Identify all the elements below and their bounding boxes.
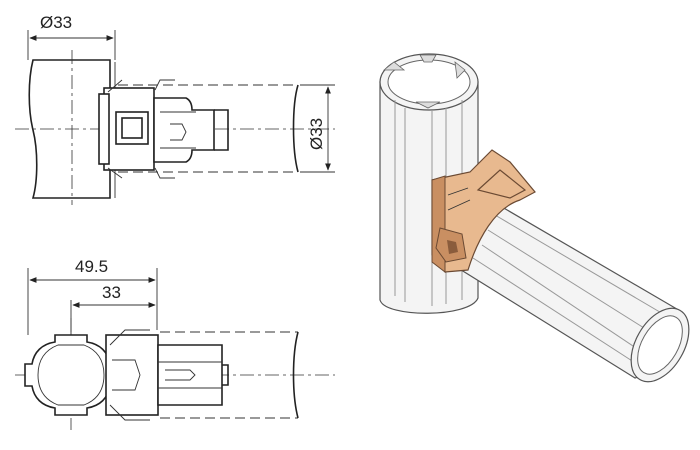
- hex-socket-icon: [121, 117, 143, 139]
- dimension-overall-length: 49.5: [27, 257, 158, 335]
- horizontal-tube-hidden: [118, 84, 298, 173]
- dimension-top-diameter: Ø33: [27, 13, 116, 60]
- top-view: Ø33 Ø33: [15, 13, 335, 205]
- dim-top-diameter-label: Ø33: [40, 13, 72, 32]
- dim-inner-length-label: 33: [102, 283, 121, 302]
- dim-side-diameter-label: Ø33: [307, 118, 326, 150]
- dimension-side-diameter: Ø33: [300, 84, 335, 173]
- tube-cross-section: [24, 334, 118, 416]
- bottom-view: 49.5 33: [15, 257, 335, 430]
- vertical-tube-outline: [28, 59, 111, 199]
- joint-top-view: [98, 79, 229, 179]
- isometric-view: [379, 53, 690, 383]
- joint-3d: [431, 149, 536, 274]
- branch-tube-3d: [457, 199, 690, 383]
- dimension-inner-length: 33: [70, 283, 156, 335]
- dim-overall-length-label: 49.5: [75, 257, 108, 276]
- joint-bottom-view: [105, 329, 229, 421]
